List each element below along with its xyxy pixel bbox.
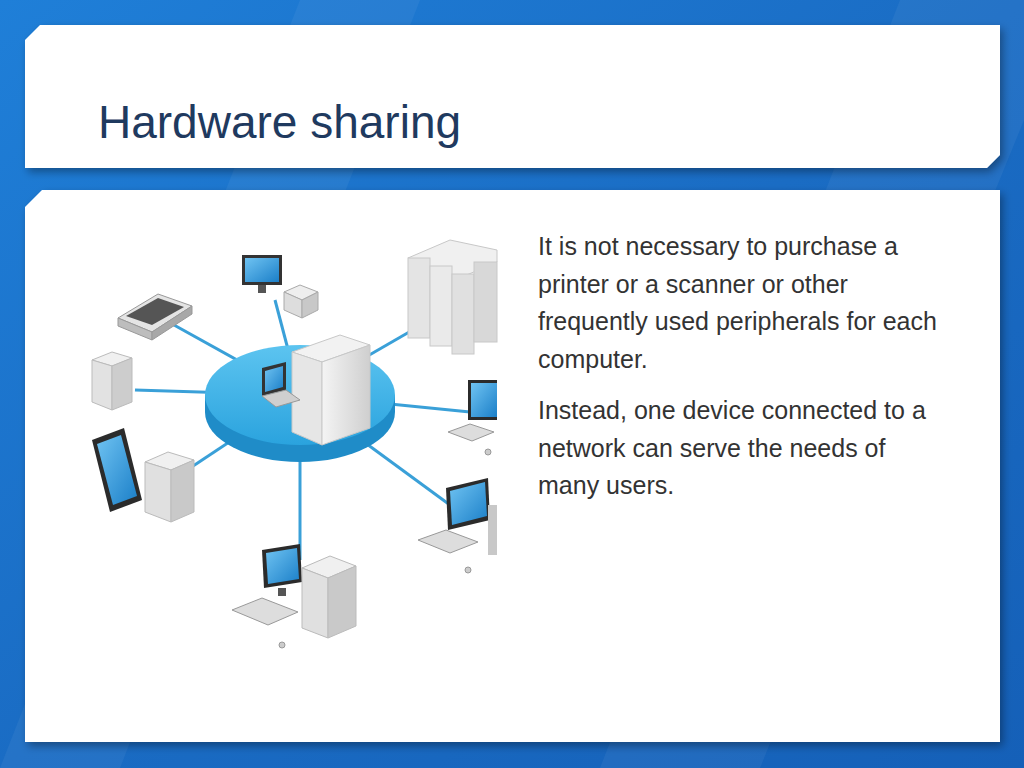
desktop-computer xyxy=(242,255,318,318)
server-racks xyxy=(408,240,497,354)
body-paragraph: Instead, one device connected to a netwo… xyxy=(538,392,943,505)
central-server xyxy=(292,335,370,445)
desktop-computer xyxy=(92,428,194,522)
scanner xyxy=(118,294,192,340)
tower-computer xyxy=(488,505,497,555)
desktop-computer xyxy=(448,380,497,455)
body-text-box: It is not necessary to purchase a printe… xyxy=(538,228,943,519)
network-illustration xyxy=(92,240,497,648)
content-panel xyxy=(25,190,1000,742)
body-paragraph: It is not necessary to purchase a printe… xyxy=(538,228,943,378)
desktop-computer xyxy=(232,544,356,648)
central-laptop xyxy=(262,362,300,407)
network-spokes xyxy=(135,300,470,560)
hub-disk xyxy=(205,345,395,462)
title-panel xyxy=(25,25,1000,168)
desktop-computer xyxy=(418,478,490,573)
slide-title: Hardware sharing xyxy=(98,94,461,150)
tower-computer xyxy=(92,352,132,410)
